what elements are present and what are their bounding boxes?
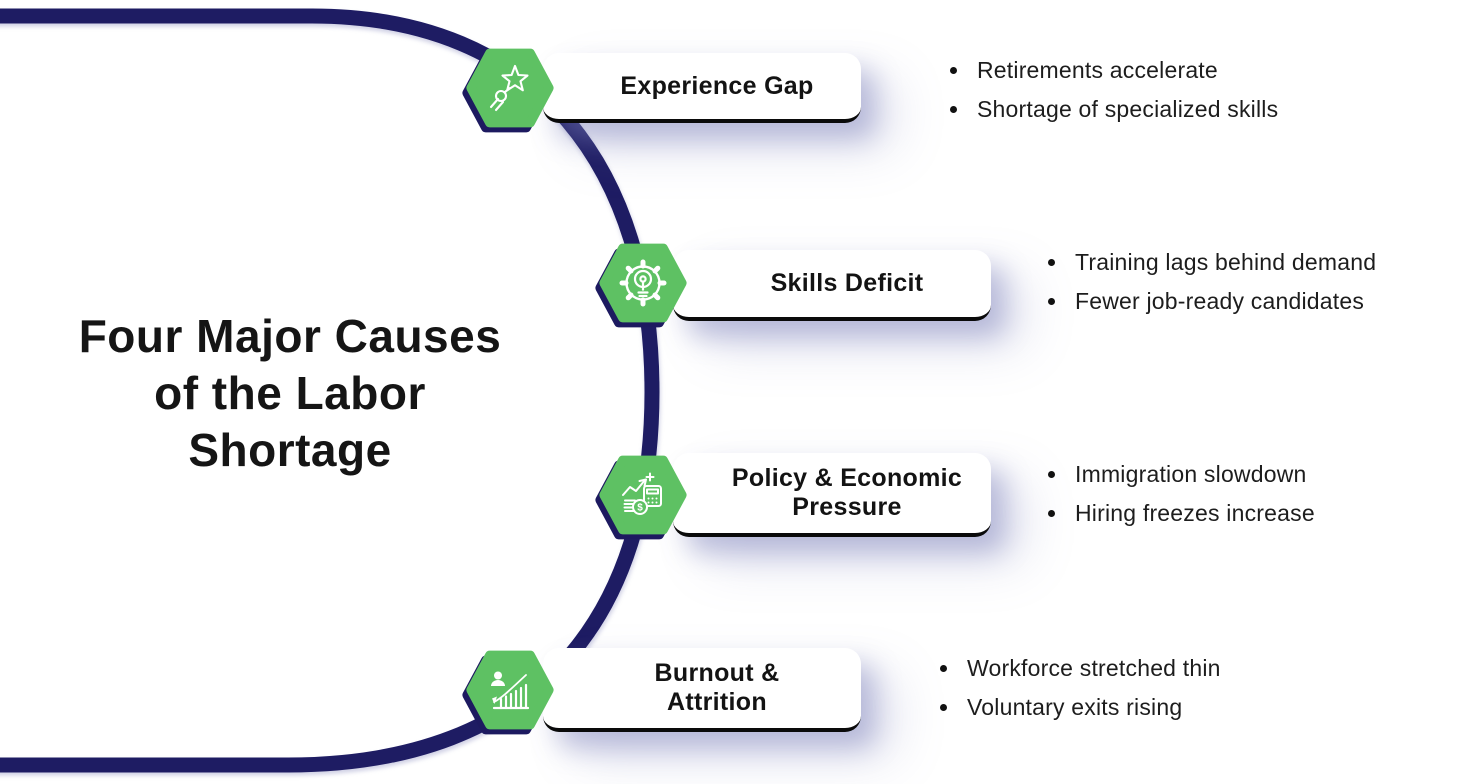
page-title-line: Shortage <box>188 424 392 476</box>
card-title-line: Experience Gap <box>620 71 814 100</box>
svg-text:$: $ <box>637 503 643 514</box>
bullet-text: Workforce stretched thin <box>967 655 1221 681</box>
page-title-line: of the Labor <box>154 367 426 419</box>
hexagon-skills-deficit <box>599 240 687 326</box>
hexagon-burnout-attrition <box>466 647 554 733</box>
bullet-dot-icon <box>940 665 947 672</box>
page-title: Four Major Causes of the Labor Shortage <box>20 308 560 479</box>
bullet-text: Shortage of specialized skills <box>977 96 1279 122</box>
bullet-text: Immigration slowdown <box>1075 461 1307 487</box>
bullet-dot-icon <box>1048 298 1055 305</box>
bullet-item: Fewer job-ready candidates <box>1048 287 1461 315</box>
hexagon-policy-economic-pressure: $ <box>599 452 687 538</box>
hexagon-experience-gap <box>466 45 554 131</box>
bullet-dot-icon <box>950 67 957 74</box>
card-skills-deficit: Skills Deficit <box>673 250 991 321</box>
bullet-dot-icon <box>1048 259 1055 266</box>
hand-star-icon <box>484 62 536 114</box>
bullet-text: Voluntary exits rising <box>967 694 1183 720</box>
card-title: Skills Deficit <box>727 269 938 298</box>
gear-lightbulb-icon <box>617 257 669 309</box>
card-policy-economic-pressure: Policy & Economic Pressure <box>673 453 991 537</box>
bullet-text: Retirements accelerate <box>977 57 1218 83</box>
bullet-item: Retirements accelerate <box>950 56 1461 84</box>
card-title-line: Pressure <box>792 493 902 521</box>
bullet-dot-icon <box>1048 471 1055 478</box>
bullet-text: Fewer job-ready candidates <box>1075 288 1365 314</box>
card-experience-gap: Experience Gap <box>543 53 861 123</box>
card-title-line: Skills Deficit <box>770 269 924 297</box>
person-rising-bars-icon <box>491 671 536 716</box>
bullet-list-experience-gap: Retirements accelerate Shortage of speci… <box>950 56 1461 134</box>
bullet-list-burnout-attrition: Workforce stretched thin Voluntary exits… <box>940 654 1460 732</box>
card-title-line: Burnout & <box>654 659 780 687</box>
card-title-line: Attrition <box>667 688 767 716</box>
growth-chart-coins-calculator-icon: $ <box>617 469 669 521</box>
bullet-dot-icon <box>950 106 957 113</box>
card-title: Burnout & Attrition <box>611 659 794 717</box>
bullet-list-policy-economic-pressure: Immigration slowdown Hiring freezes incr… <box>1048 460 1461 538</box>
card-title: Experience Gap <box>576 72 827 101</box>
card-title: Policy & Economic Pressure <box>688 464 976 522</box>
bullet-item: Shortage of specialized skills <box>950 95 1461 123</box>
bullet-item: Immigration slowdown <box>1048 460 1461 488</box>
bullet-dot-icon <box>1048 510 1055 517</box>
bullet-item: Training lags behind demand <box>1048 248 1461 276</box>
bullet-item: Voluntary exits rising <box>940 693 1460 721</box>
bullet-text: Hiring freezes increase <box>1075 500 1315 526</box>
card-burnout-attrition: Burnout & Attrition <box>543 648 861 732</box>
bullet-dot-icon <box>940 704 947 711</box>
card-title-line: Policy & Economic <box>731 464 963 492</box>
bullet-text: Training lags behind demand <box>1075 249 1377 275</box>
bullet-item: Hiring freezes increase <box>1048 499 1461 527</box>
bullet-list-skills-deficit: Training lags behind demand Fewer job-re… <box>1048 248 1461 326</box>
bullet-item: Workforce stretched thin <box>940 654 1460 682</box>
page-title-line: Four Major Causes <box>78 310 502 362</box>
